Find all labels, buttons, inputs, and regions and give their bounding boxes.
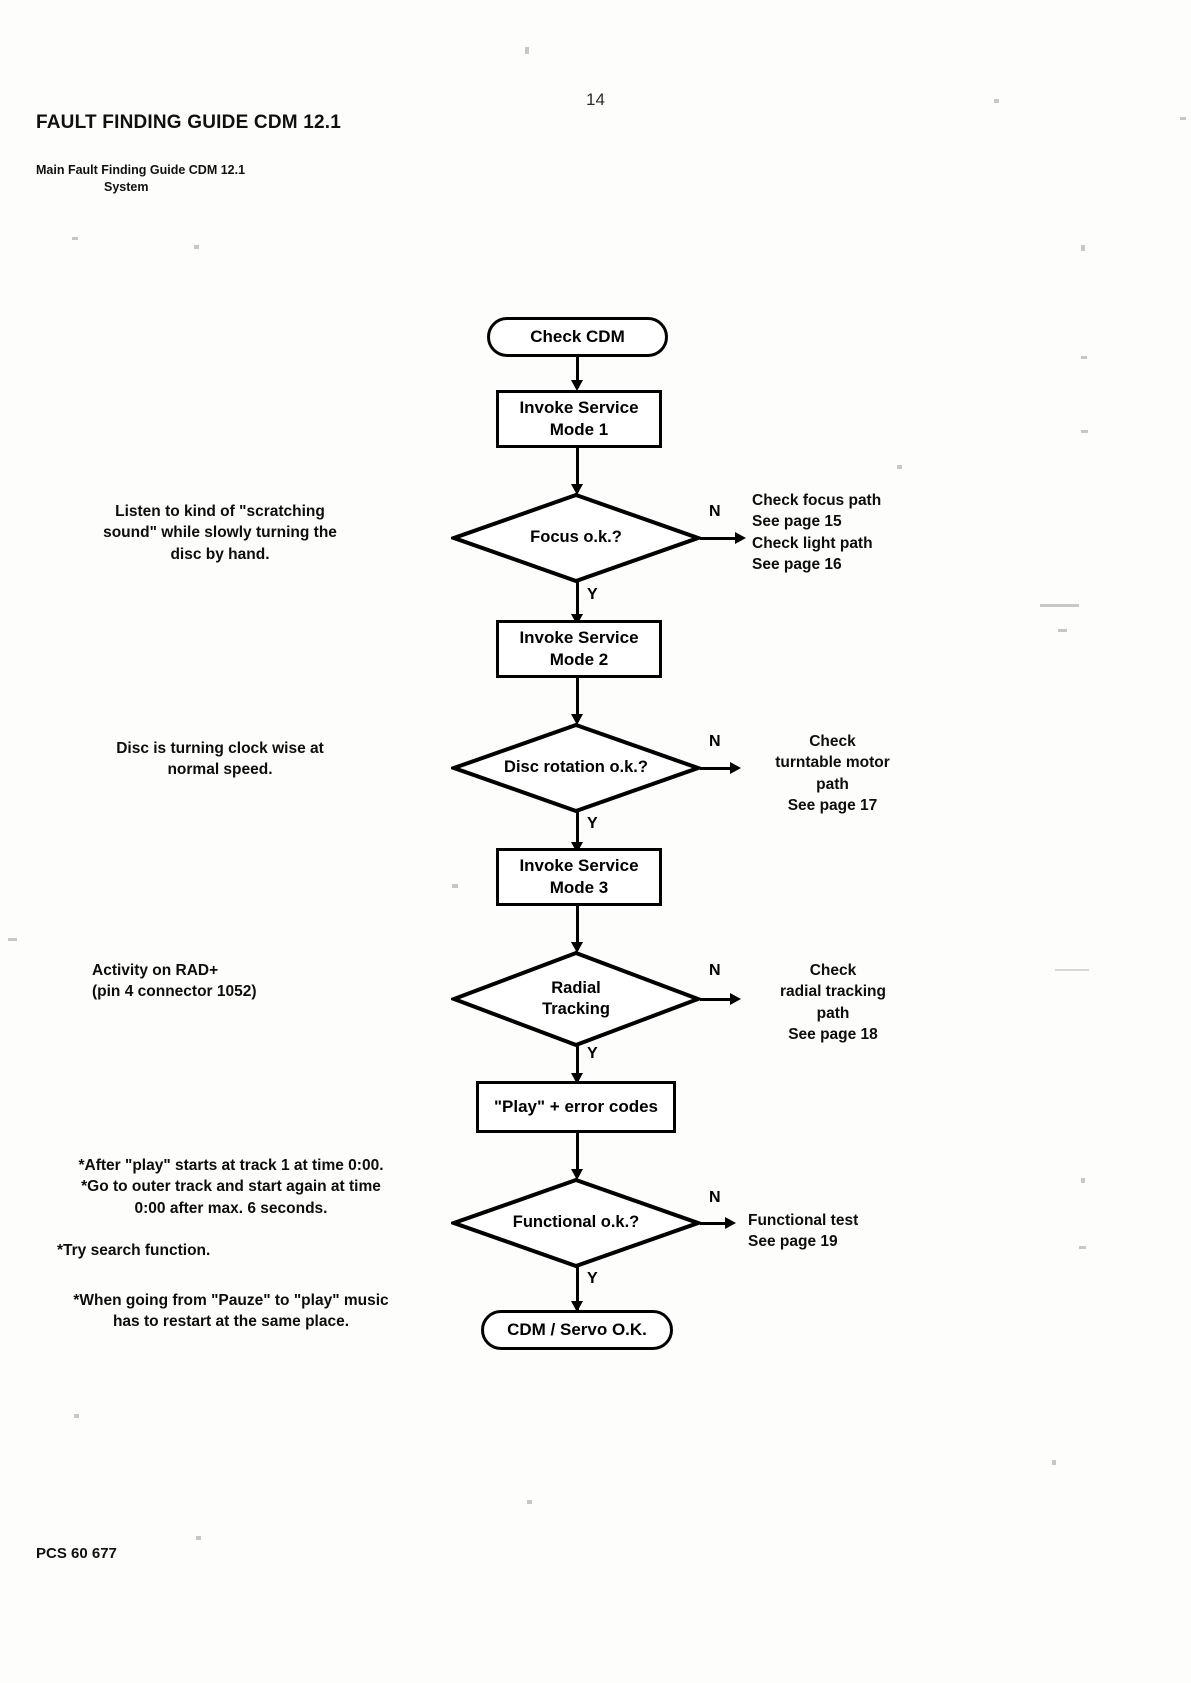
arrowhead-down-3 xyxy=(571,614,583,625)
branch-label-rotation-no: N xyxy=(709,733,721,750)
diamond-shape-focus xyxy=(451,492,701,584)
flow-node-func-label: Functional o.k.? xyxy=(512,1213,640,1232)
connector-rotation-no xyxy=(700,767,733,770)
branch-label-rotation-yes: Y xyxy=(587,815,598,832)
flow-node-play-label: "Play" + error codes xyxy=(493,1097,658,1117)
flow-node-start: Check CDM xyxy=(487,317,668,357)
flow-node-mode3: Invoke Service Mode 3 xyxy=(496,848,662,906)
diamond-shape-rotation xyxy=(451,722,701,814)
connector-focus-to-mode2 xyxy=(576,582,579,622)
connector-mode1-to-focus xyxy=(576,448,579,492)
document-footer: PCS 60 677 xyxy=(36,1545,117,1562)
flow-node-radial: Radial Tracking xyxy=(451,950,701,1048)
branch-label-focus-yes: Y xyxy=(587,586,598,603)
arrowhead-down-5 xyxy=(571,842,583,853)
subtitle-main: Main Fault Finding Guide CDM 12.1 xyxy=(36,163,246,177)
arrowhead-down-8 xyxy=(571,1169,583,1180)
flow-node-mode1: Invoke Service Mode 1 xyxy=(496,390,662,448)
subtitle-system: System xyxy=(104,180,149,194)
page-title: FAULT FINDING GUIDE CDM 12.1 xyxy=(36,112,342,133)
arrowhead-down-6 xyxy=(571,942,583,953)
flow-node-end: CDM / Servo O.K. xyxy=(481,1310,673,1350)
branch-label-func-yes: Y xyxy=(587,1270,598,1287)
left-annotation-radial: Activity on RAD+ (pin 4 connector 1052) xyxy=(92,962,257,1001)
diamond-shape-func xyxy=(451,1177,701,1269)
flow-node-rotation-label: Disc rotation o.k.? xyxy=(504,758,648,777)
arrowhead-right-1 xyxy=(735,532,746,544)
connector-play-to-func xyxy=(576,1133,579,1177)
scan-mark xyxy=(1040,604,1079,607)
arrowhead-right-2 xyxy=(730,762,741,774)
no-target-rotation: Check turntable motor path See page 17 xyxy=(775,733,890,815)
flow-node-mode1-label: Invoke Service Mode 1 xyxy=(519,398,639,439)
scan-mark xyxy=(194,245,199,249)
page-number: 14 xyxy=(586,90,605,109)
flow-node-func: Functional o.k.? xyxy=(451,1177,701,1269)
connector-rotation-to-mode3 xyxy=(576,812,579,850)
connector-func-no xyxy=(700,1222,728,1225)
connector-func-to-end xyxy=(576,1267,579,1310)
no-target-focus: Check focus path See page 15 Check light… xyxy=(752,492,882,574)
scan-mark xyxy=(1058,629,1067,632)
flow-node-mode2-label: Invoke Service Mode 2 xyxy=(519,628,639,669)
flow-node-start-label: Check CDM xyxy=(530,327,625,347)
flow-node-play: "Play" + error codes xyxy=(476,1081,676,1133)
flow-node-end-label: CDM / Servo O.K. xyxy=(507,1320,647,1340)
scan-mark xyxy=(1055,969,1089,971)
flow-node-focus: Focus o.k.? xyxy=(451,492,701,584)
branch-label-radial-no: N xyxy=(709,962,721,979)
flow-node-rotation: Disc rotation o.k.? xyxy=(451,722,701,814)
connector-mode3-to-radial xyxy=(576,906,579,950)
flow-node-mode2: Invoke Service Mode 2 xyxy=(496,620,662,678)
scan-mark xyxy=(527,1500,532,1504)
scan-mark xyxy=(452,884,458,888)
no-target-radial: Check radial tracking path See page 18 xyxy=(780,962,886,1044)
bottom-note-3: *When going from "Pauze" to "play" music… xyxy=(73,1292,389,1331)
arrowhead-down-2 xyxy=(571,484,583,495)
left-annotation-rotation: Disc is turning clock wise at normal spe… xyxy=(116,740,324,779)
scan-mark xyxy=(196,1536,201,1540)
branch-label-radial-yes: Y xyxy=(587,1045,598,1062)
arrowhead-down-1 xyxy=(571,380,583,391)
scan-mark xyxy=(72,237,78,240)
flow-node-mode3-label: Invoke Service Mode 3 xyxy=(519,856,639,897)
diamond-shape-radial xyxy=(451,950,701,1048)
scan-mark xyxy=(1081,430,1088,433)
scan-mark xyxy=(1052,1460,1056,1465)
arrowhead-down-4 xyxy=(571,714,583,725)
scan-mark xyxy=(897,465,902,469)
scan-mark xyxy=(8,938,17,941)
connector-focus-no xyxy=(700,537,738,540)
scan-mark xyxy=(525,47,529,54)
branch-label-func-no: N xyxy=(709,1189,721,1206)
arrowhead-right-4 xyxy=(725,1217,736,1229)
branch-label-focus-no: N xyxy=(709,503,721,520)
scan-mark xyxy=(74,1414,79,1418)
connector-start-to-mode1 xyxy=(576,357,579,388)
scan-mark xyxy=(1079,1246,1086,1249)
scan-mark xyxy=(1081,356,1087,359)
left-annotation-focus: Listen to kind of "scratching sound" whi… xyxy=(103,503,337,563)
connector-radial-to-play xyxy=(576,1046,579,1082)
scan-mark xyxy=(1081,1178,1085,1183)
arrowhead-down-7 xyxy=(571,1073,583,1084)
connector-radial-no xyxy=(700,998,733,1001)
scan-mark xyxy=(1180,117,1186,120)
scan-mark xyxy=(1081,245,1085,251)
arrowhead-right-3 xyxy=(730,993,741,1005)
scan-mark xyxy=(994,99,999,103)
bottom-note-2: *Try search function. xyxy=(57,1242,211,1259)
arrowhead-down-9 xyxy=(571,1301,583,1312)
bottom-note-1: *After "play" starts at track 1 at time … xyxy=(78,1157,384,1217)
no-target-func: Functional test See page 19 xyxy=(748,1212,859,1251)
flow-node-focus-label: Focus o.k.? xyxy=(530,528,622,547)
flow-node-radial-label: Radial Tracking xyxy=(542,978,610,1018)
connector-mode2-to-rotation xyxy=(576,678,579,722)
